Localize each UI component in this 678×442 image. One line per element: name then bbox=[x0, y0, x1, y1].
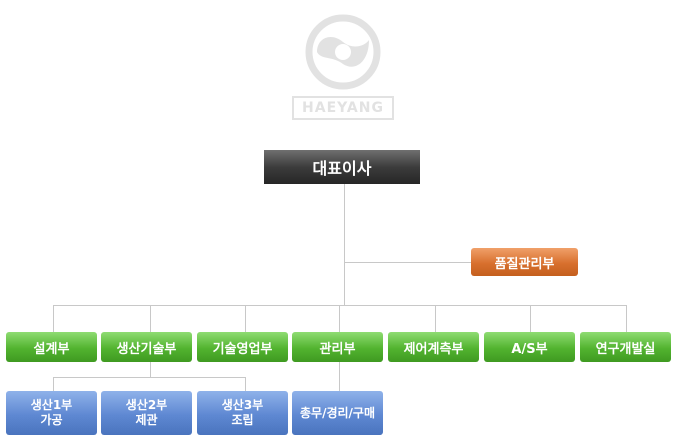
sub-prod1-box: 생산1부 가공 bbox=[6, 391, 97, 435]
sub-prod2-box: 생산2부 제관 bbox=[101, 391, 192, 435]
ceo-box: 대표이사 bbox=[264, 150, 420, 184]
connector-qa-branch bbox=[344, 262, 471, 263]
connector-admin-down bbox=[339, 362, 340, 391]
connector-dept-3 bbox=[245, 305, 246, 332]
sub-prod3-box: 생산3부 조립 bbox=[197, 391, 288, 435]
connector-dept-7 bbox=[626, 305, 627, 332]
connector-dept-5 bbox=[435, 305, 436, 332]
dept-prod-tech-box: 생산기술부 bbox=[101, 332, 192, 362]
connector-sub-1 bbox=[53, 377, 54, 391]
sub-unit-role: 가공 bbox=[40, 413, 63, 427]
dept-tech-sales-box: 기술영업부 bbox=[197, 332, 288, 362]
sub-unit-name: 생산3부 bbox=[221, 398, 264, 412]
connector-dept-6 bbox=[530, 305, 531, 332]
quality-dept-box: 품질관리부 bbox=[471, 248, 578, 276]
sub-unit-role: 제관 bbox=[135, 413, 158, 427]
dept-control-box: 제어계측부 bbox=[388, 332, 479, 362]
connector-prod-down bbox=[150, 362, 151, 377]
connector-dept-4 bbox=[339, 305, 340, 332]
haeyang-emblem-icon bbox=[305, 14, 381, 90]
dept-as-box: A/S부 bbox=[484, 332, 575, 362]
sub-unit-name: 생산1부 bbox=[30, 398, 73, 412]
connector-prod-bus bbox=[53, 377, 245, 378]
connector-ceo-down bbox=[344, 184, 345, 306]
dept-admin-box: 관리부 bbox=[292, 332, 383, 362]
dept-rnd-box: 연구개발실 bbox=[580, 332, 671, 362]
connector-dept-1 bbox=[53, 305, 54, 332]
connector-dept-2 bbox=[150, 305, 151, 332]
logo-wordmark: HAEYANG bbox=[292, 96, 394, 120]
sub-admin-box: 총무/경리/구매 bbox=[292, 391, 383, 435]
sub-unit-role: 조립 bbox=[231, 413, 254, 427]
dept-design-box: 설계부 bbox=[6, 332, 97, 362]
company-logo: HAEYANG bbox=[288, 14, 398, 132]
sub-unit-name: 생산2부 bbox=[125, 398, 168, 412]
sub-unit-name: 총무/경리/구매 bbox=[299, 405, 375, 420]
connector-sub-3 bbox=[245, 377, 246, 391]
